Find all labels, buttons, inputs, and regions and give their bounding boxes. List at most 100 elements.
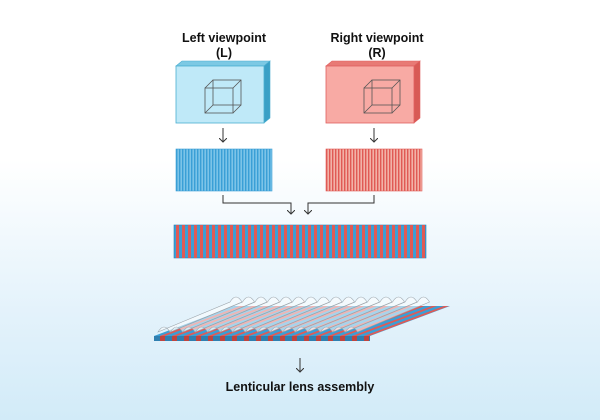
interlaced-stripe: [374, 225, 377, 258]
interlaced-stripe: [308, 225, 311, 258]
interlaced-stripe: [218, 225, 221, 258]
caption-lenticular-lens-assembly: Lenticular lens assembly: [225, 380, 375, 394]
stripe: [410, 149, 412, 191]
interlaced-stripe: [356, 225, 359, 258]
right-viewpoint-tag: (R): [368, 46, 386, 60]
stripe: [371, 149, 373, 191]
interlaced-stripe: [194, 225, 197, 258]
left-view-box: [175, 60, 271, 124]
stripe: [236, 149, 238, 191]
interlaced-stripe: [236, 225, 239, 258]
stripe: [203, 149, 205, 191]
stripe: [233, 149, 235, 191]
interlaced-stripe: [392, 225, 395, 258]
interlaced-stripe: [368, 225, 371, 258]
stripe: [383, 149, 385, 191]
stripe: [359, 149, 361, 191]
interlaced-stripe: [260, 225, 263, 258]
stripe: [230, 149, 232, 191]
right-stripe-block: [325, 148, 423, 192]
stripe: [341, 149, 343, 191]
stripe: [332, 149, 334, 191]
interlaced-stripe: [176, 225, 179, 258]
stripe: [212, 149, 214, 191]
stripe: [200, 149, 202, 191]
sheet-stripe-edge: [220, 336, 225, 341]
sheet-stripe-edge: [184, 336, 189, 341]
stripe: [251, 149, 253, 191]
interlaced-stripe: [416, 225, 419, 258]
stripe: [269, 149, 271, 191]
interlaced-stripe: [302, 225, 305, 258]
interlaced-stripe: [290, 225, 293, 258]
interlaced-stripe: [350, 225, 353, 258]
interlaced-stripe: [320, 225, 323, 258]
interlaced-stripe: [314, 225, 317, 258]
sheet-stripe-edge: [316, 336, 321, 341]
interlaced-stripe: [188, 225, 191, 258]
sheet-stripe-edge: [208, 336, 213, 341]
stripe: [407, 149, 409, 191]
stripe: [353, 149, 355, 191]
stripe: [176, 149, 178, 191]
lens-cylinder: [344, 296, 430, 333]
interlaced-stripe: [242, 225, 245, 258]
interlaced-stripe: [296, 225, 299, 258]
interlaced-stripe: [344, 225, 347, 258]
merge-connector: [222, 195, 375, 214]
interlaced-stripe: [248, 225, 251, 258]
stripe: [401, 149, 403, 191]
stripe: [239, 149, 241, 191]
stripe: [386, 149, 388, 191]
sheet-stripe-edge: [364, 336, 369, 341]
lenticular-lens-assembly: [154, 296, 450, 341]
stripe: [197, 149, 199, 191]
stripe: [329, 149, 331, 191]
sheet-stripe: [364, 306, 449, 336]
stripe: [368, 149, 370, 191]
left-viewpoint-title: Left viewpoint (L): [172, 31, 276, 61]
sheet-stripe-edge: [244, 336, 249, 341]
right-viewpoint-title: Right viewpoint (R): [317, 31, 437, 61]
stripe: [347, 149, 349, 191]
stripe: [389, 149, 391, 191]
interlaced-stripe: [398, 225, 401, 258]
sheet-stripe-edge: [172, 336, 177, 341]
stripe: [326, 149, 328, 191]
stripe: [218, 149, 220, 191]
stripe: [392, 149, 394, 191]
stripe: [356, 149, 358, 191]
stripe: [350, 149, 352, 191]
arrow-right-merge: [308, 195, 375, 214]
sheet-stripe: [352, 306, 437, 336]
interlaced-stripe: [422, 225, 425, 258]
right-viewpoint-label: Right viewpoint: [330, 31, 424, 45]
left-viewpoint-tag: (L): [216, 46, 232, 60]
left-cube-icon: [204, 79, 242, 114]
interlaced-stripe: [200, 225, 203, 258]
right-cube-icon: [363, 79, 401, 114]
left-viewpoint-label: Left viewpoint: [181, 31, 267, 45]
stripe: [263, 149, 265, 191]
interlaced-stripe: [284, 225, 287, 258]
stripe: [224, 149, 226, 191]
stripe: [245, 149, 247, 191]
stripe: [242, 149, 244, 191]
sheet-stripe-edge: [160, 336, 165, 341]
interlaced-stripe: [326, 225, 329, 258]
stripe: [257, 149, 259, 191]
stripe: [419, 149, 421, 191]
stripe: [374, 149, 376, 191]
sheet-stripe-edge: [292, 336, 297, 341]
stripe: [191, 149, 193, 191]
stripe: [398, 149, 400, 191]
interlaced-stripe: [380, 225, 383, 258]
interlaced-stripe: [362, 225, 365, 258]
stripe: [185, 149, 187, 191]
interlaced-stripe: [254, 225, 257, 258]
interlaced-stripe: [386, 225, 389, 258]
stripe: [206, 149, 208, 191]
stripe: [194, 149, 196, 191]
interlaced-stripe: [266, 225, 269, 258]
